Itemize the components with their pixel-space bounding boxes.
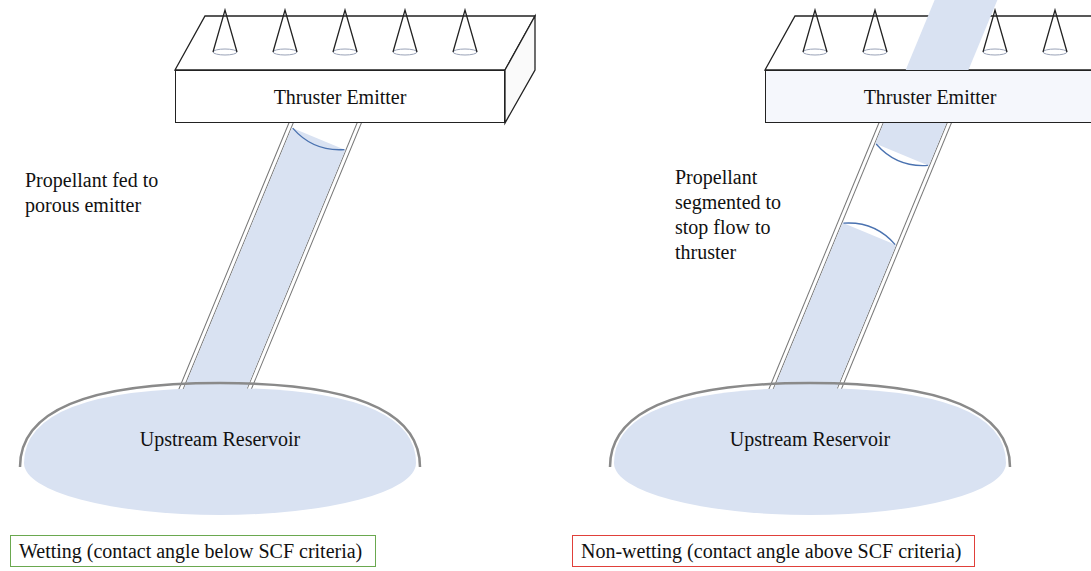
cone-outline [333, 10, 357, 52]
shape-label: Upstream Reservoir [140, 427, 301, 451]
cone-base [453, 49, 477, 55]
reservoir-rim [610, 383, 1010, 467]
cone-base [273, 49, 297, 55]
propellant-column [205, 139, 319, 415]
cone-outline [213, 10, 237, 52]
emitter-cone [333, 10, 357, 55]
meniscus [843, 223, 895, 245]
cone-base [333, 49, 357, 55]
reservoir-outline [610, 383, 1010, 520]
meniscus [876, 144, 928, 166]
emitter-cone [393, 10, 417, 55]
shape-label: Thruster Emitter [864, 85, 997, 109]
annotation-text: Propellant fed to porous emitter [25, 168, 215, 218]
emitter-body-left [175, 16, 535, 123]
shape-label: Upstream Reservoir [730, 427, 891, 451]
cone-base [1043, 49, 1067, 55]
caption-box: Wetting (contact angle below SCF criteri… [10, 535, 376, 567]
cone-base [213, 49, 237, 55]
cone-outline [863, 10, 887, 52]
feed-tube [795, 0, 981, 415]
cone-outline [803, 10, 827, 52]
reservoir-liquid [614, 388, 1006, 515]
annotation-text: Propellant segmented to stop flow to thr… [675, 165, 815, 265]
cone-base [983, 49, 1007, 55]
thruster-emitter-box: Thruster Emitter [765, 70, 1091, 123]
feed-tube [205, 123, 345, 415]
cone-outline [1043, 10, 1067, 52]
thruster-emitter-box: Thruster Emitter [175, 70, 505, 123]
caption-text: Wetting (contact angle below SCF criteri… [19, 539, 367, 563]
caption-box: Non-wetting (contact angle above SCF cri… [572, 535, 975, 567]
cone-outline [453, 10, 477, 52]
emitter-cone [803, 10, 827, 55]
reservoir-rim [20, 383, 420, 467]
emitter-cone [213, 10, 237, 55]
meniscus [293, 128, 345, 150]
emitter-cone [1043, 10, 1067, 55]
cone-outline [393, 10, 417, 52]
shape-label: Thruster Emitter [274, 85, 407, 109]
emitter-cone [453, 10, 477, 55]
emitter-cone [863, 10, 887, 55]
cone-base [863, 49, 887, 55]
cone-base [393, 49, 417, 55]
reservoir-liquid [24, 388, 416, 515]
cone-base [803, 49, 827, 55]
reservoir-outline [20, 383, 420, 520]
cone-outline [273, 10, 297, 52]
reservoir-shape: Upstream Reservoir [20, 383, 420, 520]
propellant-column [795, 234, 870, 415]
emitter-cone [273, 10, 297, 55]
emitter-side-face [505, 16, 535, 123]
caption-text: Non-wetting (contact angle above SCF cri… [581, 539, 966, 563]
reservoir-shape: Upstream Reservoir [610, 383, 1010, 520]
